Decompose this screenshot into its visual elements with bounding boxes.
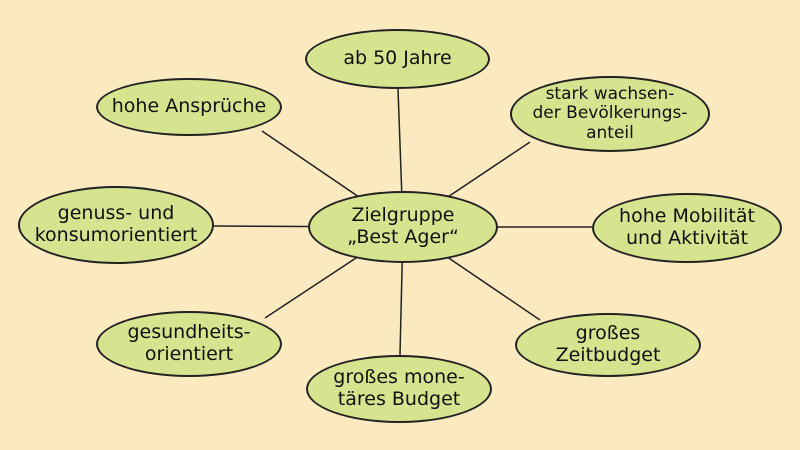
node-mobility-line-1: hohe Mobilität [619,205,755,228]
node-time-budget: großes Zeitbudget [515,313,701,377]
center-line-1: Zielgruppe [351,204,455,227]
node-growth-line-1: stark wachsen- [545,83,675,104]
node-growth-line-3: anteil [586,122,634,143]
node-money-line-2: täres Budget [337,388,461,410]
node-pleasure-line-1: genuss- und [57,202,175,225]
node-health: gesundheits- orientiert [96,311,282,377]
center-node: Zielgruppe „Best Ager“ [308,191,498,263]
node-claims-line-1: hohe Ansprüche [111,95,267,118]
node-age: ab 50 Jahre [305,29,490,89]
node-time-line-1: großes [575,322,641,345]
node-population-growth: stark wachsen- der Bevölkerungs- anteil [510,76,710,152]
node-growth-line-2: der Bevölkerungs- [532,103,688,124]
node-health-line-2: orientiert [144,343,234,365]
node-monetary-budget: großes mone- täres Budget [306,355,492,423]
node-mobility-line-2: und Aktivität [626,227,748,249]
node-health-line-1: gesundheits- [127,321,251,344]
node-high-claims: hohe Ansprüche [96,78,282,136]
node-time-line-2: Zeitbudget [555,344,661,366]
node-pleasure-line-2: konsumorientiert [34,224,198,246]
node-money-line-1: großes mone- [333,366,465,389]
node-mobility: hohe Mobilität und Aktivität [592,193,782,263]
center-line-2: „Best Ager“ [347,226,459,248]
node-pleasure-consumption: genuss- und konsumorientiert [18,186,214,264]
node-age-line-1: ab 50 Jahre [343,47,452,70]
